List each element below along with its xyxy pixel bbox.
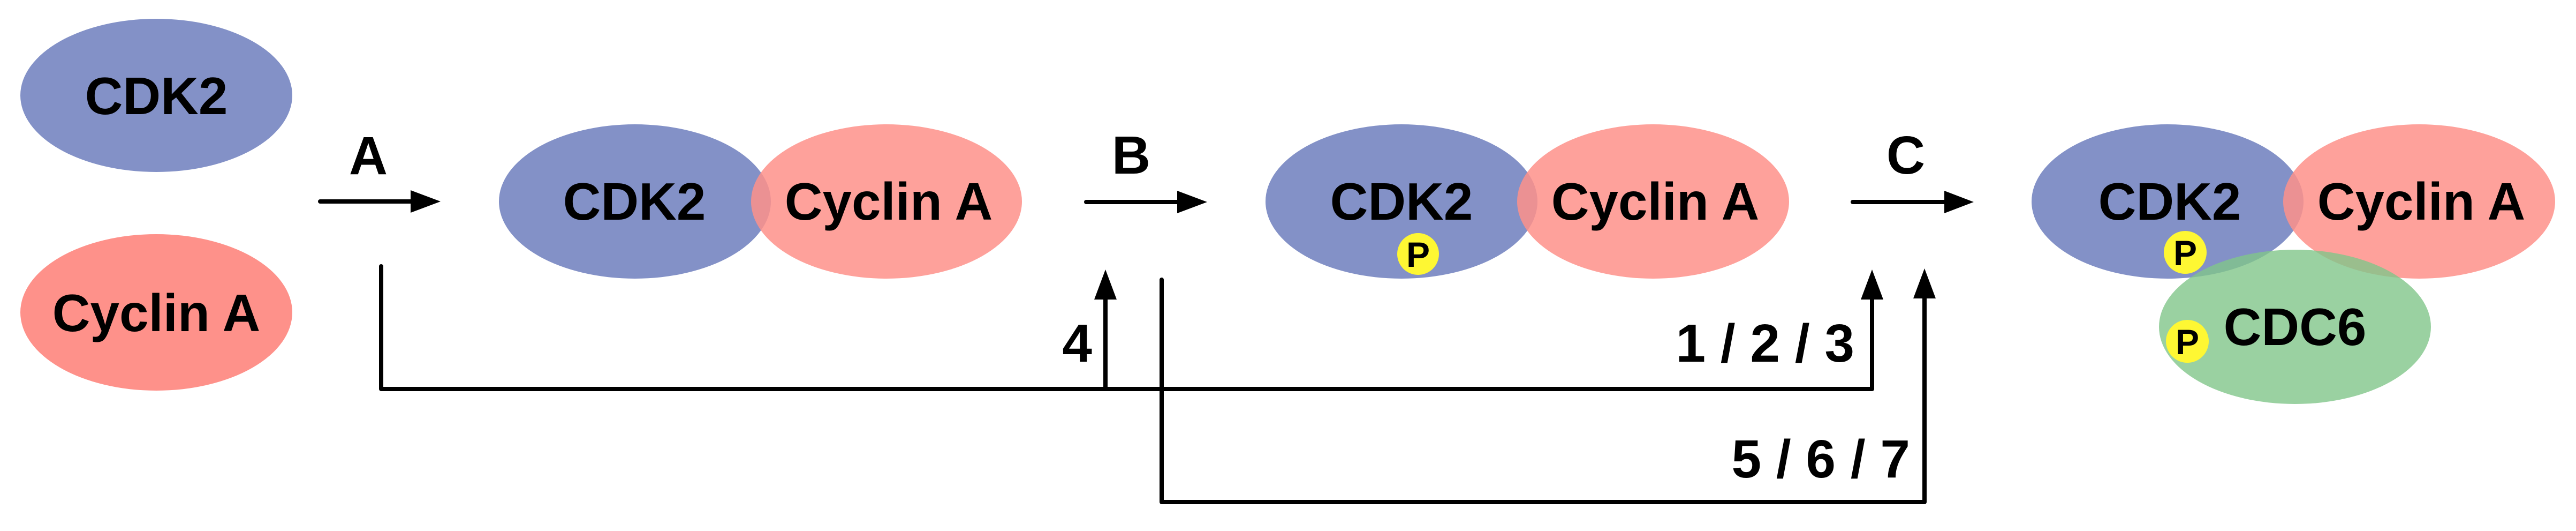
complex-3-cdc6-phospho-badge: P [2166, 320, 2209, 363]
cyclin-a-label: Cyclin A [52, 283, 260, 342]
complex-3-cdk2-phospho-label: P [2173, 233, 2197, 273]
step-a: A [318, 126, 441, 213]
complex-3-cyclin-a-label: Cyclin A [2317, 172, 2525, 231]
step-b-label: B [1112, 125, 1150, 185]
complex-1: CDK2 Cyclin A [499, 124, 1022, 279]
route-4-label: 4 [1062, 313, 1092, 373]
phosphate-icon [2166, 320, 2209, 363]
phosphate-icon [1397, 233, 1439, 275]
route-567-label: 5 / 6 / 7 [1731, 429, 1910, 489]
complex-3-cdc6-ellipse [2159, 250, 2431, 404]
phosphate-icon [2164, 231, 2207, 274]
complex-2-cyclin-a-ellipse [1517, 124, 1789, 279]
route-123-label: 1 / 2 / 3 [1676, 313, 1854, 373]
arrow-right-icon [1177, 191, 1207, 213]
arrow-up-icon [1861, 270, 1883, 300]
complex-2: CDK2 Cyclin A P [1266, 124, 1789, 279]
route-from-a-connector [379, 264, 1874, 391]
arrow-right-icon [411, 190, 441, 213]
complex-2-cyclin-a-label: Cyclin A [1551, 172, 1759, 231]
complex-3-cdk2-ellipse [2032, 124, 2304, 279]
cdk2-label: CDK2 [85, 66, 228, 125]
step-c-label: C [1886, 125, 1925, 185]
complex-3-cdk2-label: CDK2 [2098, 172, 2241, 231]
complex-3-cyclin-a-ellipse [2283, 124, 2555, 279]
complex-2-phospho-badge: P [1397, 233, 1439, 275]
free-cdk2: CDK2 [20, 19, 292, 172]
arrow-right-icon [1944, 191, 1974, 213]
complex-1-cdk2-label: CDK2 [563, 172, 706, 231]
step-c: C [1851, 125, 1974, 213]
step-b: B [1084, 125, 1207, 213]
cdk2-ellipse [20, 19, 292, 172]
arrow-up-icon [1094, 270, 1117, 300]
complex-1-cyclin-a-label: Cyclin A [785, 172, 992, 231]
complex-2-phospho-label: P [1406, 235, 1430, 274]
complex-3: CDK2 Cyclin A CDC6 P P [2032, 124, 2555, 404]
complex-1-cyclin-a-ellipse [751, 124, 1022, 279]
route-from-b-connector [1160, 278, 1927, 504]
complex-1-cdk2-ellipse [499, 124, 771, 279]
route-from-a: 4 1 / 2 / 3 [379, 264, 1883, 391]
complex-3-cdc6-phospho-label: P [2176, 322, 2199, 362]
step-a-label: A [349, 126, 388, 186]
complex-2-cdk2-ellipse [1266, 124, 1537, 279]
complex-3-cdc6-label: CDC6 [2224, 297, 2367, 356]
free-cyclin-a: Cyclin A [20, 234, 292, 391]
complex-3-cdk2-phospho-badge: P [2164, 231, 2207, 274]
cyclin-a-ellipse [20, 234, 292, 391]
complex-2-cdk2-label: CDK2 [1330, 172, 1473, 231]
arrow-up-icon [1913, 268, 1936, 298]
route-from-b: 5 / 6 / 7 [1160, 268, 1936, 504]
